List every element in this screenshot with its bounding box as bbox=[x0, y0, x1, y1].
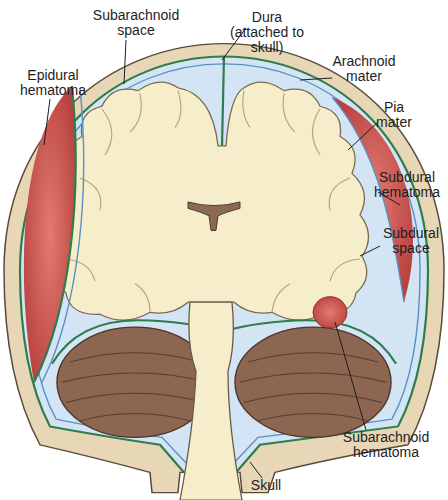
epidural-dura-line bbox=[34, 86, 76, 382]
label-text: Subdural space bbox=[376, 226, 446, 256]
label-text: Subarachnoid space bbox=[88, 8, 184, 38]
subarachnoid-hematoma-blob bbox=[313, 297, 347, 328]
ventricle bbox=[188, 202, 240, 231]
sulci bbox=[64, 91, 360, 313]
leader-lines bbox=[44, 28, 400, 478]
label-text: Subdural hematoma bbox=[370, 170, 444, 200]
label-text: Epidural hematoma bbox=[18, 68, 88, 98]
epidural-arachnoid-line bbox=[42, 88, 84, 382]
epidural-hematoma bbox=[24, 86, 76, 382]
label-text: Dura (attached to skull) bbox=[230, 10, 304, 55]
falx bbox=[222, 57, 224, 147]
label-text: Arachnoid mater bbox=[324, 54, 404, 84]
cerebellum-right bbox=[235, 327, 391, 437]
cerebrum bbox=[53, 82, 368, 320]
label-text: Skull bbox=[246, 478, 286, 493]
label-text: Pia mater bbox=[370, 100, 418, 130]
brainstem bbox=[180, 302, 242, 500]
label-text: Subarachnoid hematoma bbox=[336, 430, 436, 460]
